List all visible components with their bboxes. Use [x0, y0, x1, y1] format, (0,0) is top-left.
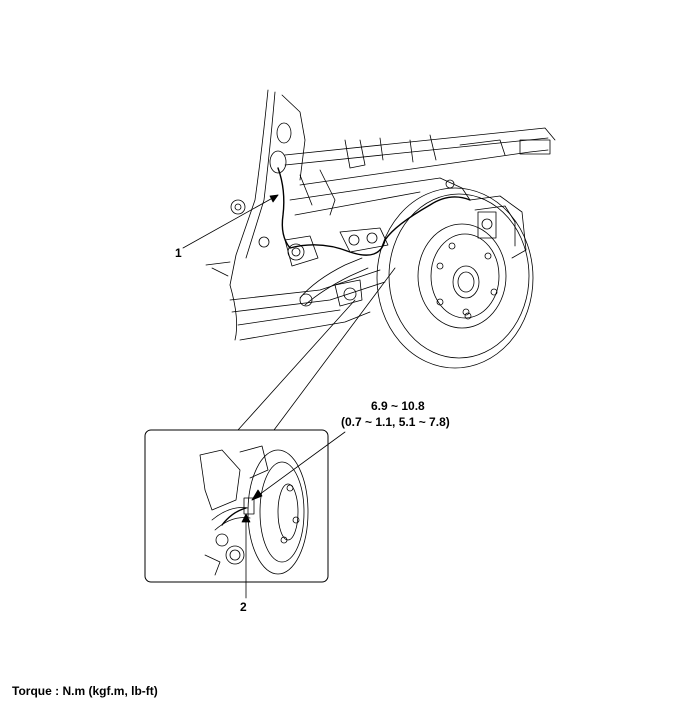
inset-detail-drawing	[199, 445, 309, 576]
inset-cable	[221, 507, 247, 526]
chassis-frame	[229, 127, 556, 341]
torque-leader-line	[251, 431, 346, 501]
torque-value-alt-units: (0.7 ~ 1.1, 5.1 ~ 7.8)	[341, 415, 450, 429]
suspension-arm	[299, 227, 389, 307]
torque-value-nm: 6.9 ~ 10.8	[371, 399, 425, 413]
leader-arrow-item-1	[269, 194, 279, 203]
detail-inset-frame	[144, 429, 329, 583]
zoom-leader-left	[237, 299, 356, 431]
brake-caliper	[439, 177, 527, 259]
zoom-leader-right	[273, 267, 396, 431]
torque-units-note: Torque : N.m (kgf.m, lb-ft)	[12, 684, 158, 698]
leader-line-item-1	[182, 194, 279, 249]
parking-brake-cable	[277, 167, 471, 256]
torque-leader-arrow	[251, 489, 263, 501]
leader-arrow-item-2	[241, 513, 251, 523]
brake-disc	[376, 187, 534, 369]
vehicle-body-outline	[205, 89, 306, 341]
callout-label-item-1: 1	[175, 246, 182, 260]
callout-label-item-2: 2	[240, 600, 247, 614]
